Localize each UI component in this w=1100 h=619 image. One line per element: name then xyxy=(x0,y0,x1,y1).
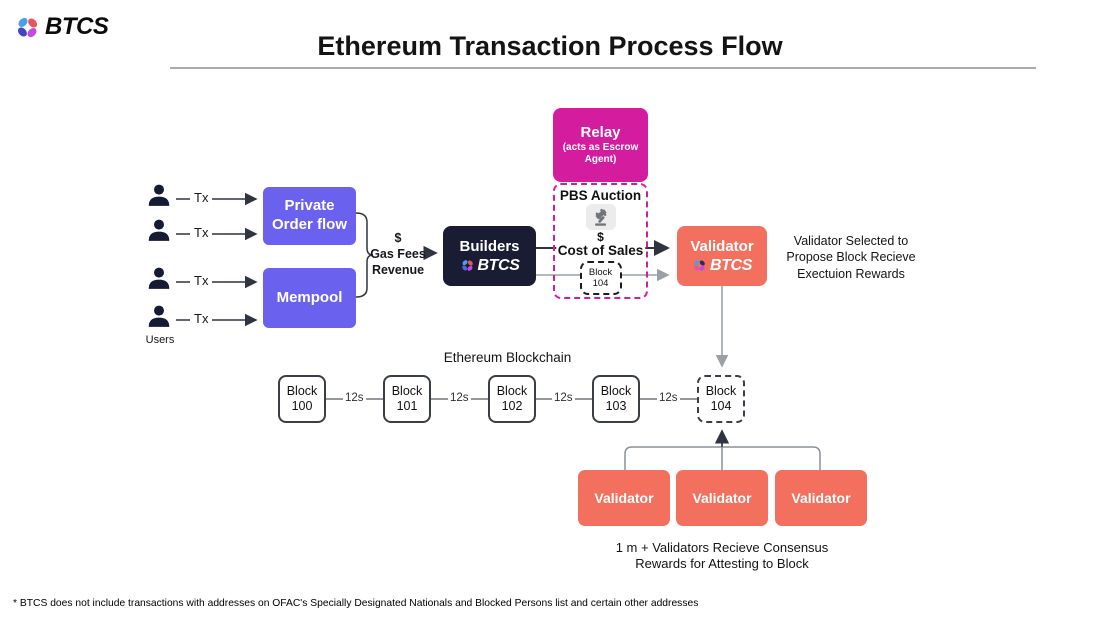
user-icon xyxy=(148,267,170,289)
block-102: Block 102 xyxy=(488,375,536,423)
pbs-auction-area: PBS Auction $ Cost of Sales Block 104 xyxy=(553,183,648,299)
relay-box: Relay (acts as Escrow Agent) xyxy=(553,108,648,182)
brand-logo: BTCS xyxy=(14,13,109,41)
builders-label: Builders xyxy=(459,237,520,255)
page-title: Ethereum Transaction Process Flow xyxy=(317,31,783,61)
user-icon xyxy=(148,184,170,206)
attesting-validator-box: Validator xyxy=(578,470,670,526)
block-word: Block xyxy=(391,384,423,398)
block-number: 102 xyxy=(501,399,523,413)
btcs-pinwheel-icon xyxy=(694,260,705,271)
block-number: 101 xyxy=(396,399,418,413)
tx-label: Tx xyxy=(190,190,213,205)
btcs-wordmark: BTCS xyxy=(477,256,520,274)
tx-label: Tx xyxy=(190,311,213,326)
pbs-block-line1: Block xyxy=(588,266,613,278)
block-number: 100 xyxy=(291,399,313,413)
pbs-auction-title: PBS Auction xyxy=(559,188,642,203)
btcs-pinwheel-icon xyxy=(17,17,38,37)
ofac-footnote: * BTCS does not include transactions wit… xyxy=(13,598,699,609)
block-interval-label: 12s xyxy=(657,392,680,404)
mempool-box: Mempool xyxy=(263,268,356,328)
validator-label: Validator xyxy=(690,237,754,255)
consensus-caption-line2: Rewards for Attesting to Block xyxy=(635,556,809,572)
block-interval-label: 12s xyxy=(552,392,575,404)
builders-btcs-logo: BTCS xyxy=(460,257,520,275)
validator-btcs-logo: BTCS xyxy=(692,257,752,275)
tx-label: Tx xyxy=(190,273,213,288)
cost-dollar: $ xyxy=(597,230,604,244)
relay-title: Relay xyxy=(580,123,621,141)
block-104: Block 104 xyxy=(697,375,745,423)
attesting-validator-box: Validator xyxy=(775,470,867,526)
gas-fees-line1: Gas Fees xyxy=(370,247,426,261)
brand-wordmark: BTCS xyxy=(45,13,109,40)
validator-proposer-box: Validator BTCS xyxy=(677,226,767,286)
block-interval-label: 12s xyxy=(343,392,366,404)
user-icon xyxy=(148,219,170,241)
validator-note-line2: Propose Block Recieve xyxy=(786,250,916,265)
user-icon xyxy=(148,305,170,327)
ethereum-blockchain-label: Ethereum Blockchain xyxy=(443,350,572,365)
attesting-validator-box: Validator xyxy=(676,470,768,526)
consensus-caption-line1: 1 m + Validators Recieve Consensus xyxy=(615,540,829,555)
builders-box: Builders BTCS xyxy=(443,226,536,286)
pbs-block-line2: 104 xyxy=(592,278,609,289)
block-number: 104 xyxy=(710,399,732,413)
block-word: Block xyxy=(496,384,528,398)
cost-of-sales-label: Cost of Sales xyxy=(555,243,646,258)
validator-note: Validator Selected to Propose Block Reci… xyxy=(768,233,934,282)
block-number: 103 xyxy=(605,399,627,413)
block-word: Block xyxy=(286,384,318,398)
gas-fees-label: $ Gas Fees Revenue xyxy=(368,230,428,278)
gavel-icon xyxy=(585,204,616,230)
users-label: Users xyxy=(145,334,175,346)
block-100: Block 100 xyxy=(278,375,326,423)
block-word: Block xyxy=(705,384,737,398)
validator-note-line1: Validator Selected to xyxy=(793,234,909,248)
validator-note-line3: Exectuion Rewards xyxy=(797,266,905,281)
title-divider xyxy=(170,67,1036,69)
pbs-block-104: Block 104 xyxy=(579,261,622,295)
consensus-caption: 1 m + Validators Recieve Consensus Rewar… xyxy=(560,540,884,573)
btcs-wordmark: BTCS xyxy=(710,256,752,274)
block-interval-label: 12s xyxy=(448,392,471,404)
gas-fees-dollar: $ xyxy=(394,231,402,245)
relay-subtitle: (acts as Escrow Agent) xyxy=(562,141,639,166)
gas-fees-line2: Revenue xyxy=(371,263,425,277)
block-103: Block 103 xyxy=(592,375,640,423)
tx-label: Tx xyxy=(190,225,213,240)
btcs-pinwheel-icon xyxy=(461,260,473,271)
private-order-flow-box: Private Order flow xyxy=(263,187,356,245)
block-word: Block xyxy=(600,384,632,398)
block-101: Block 101 xyxy=(383,375,431,423)
